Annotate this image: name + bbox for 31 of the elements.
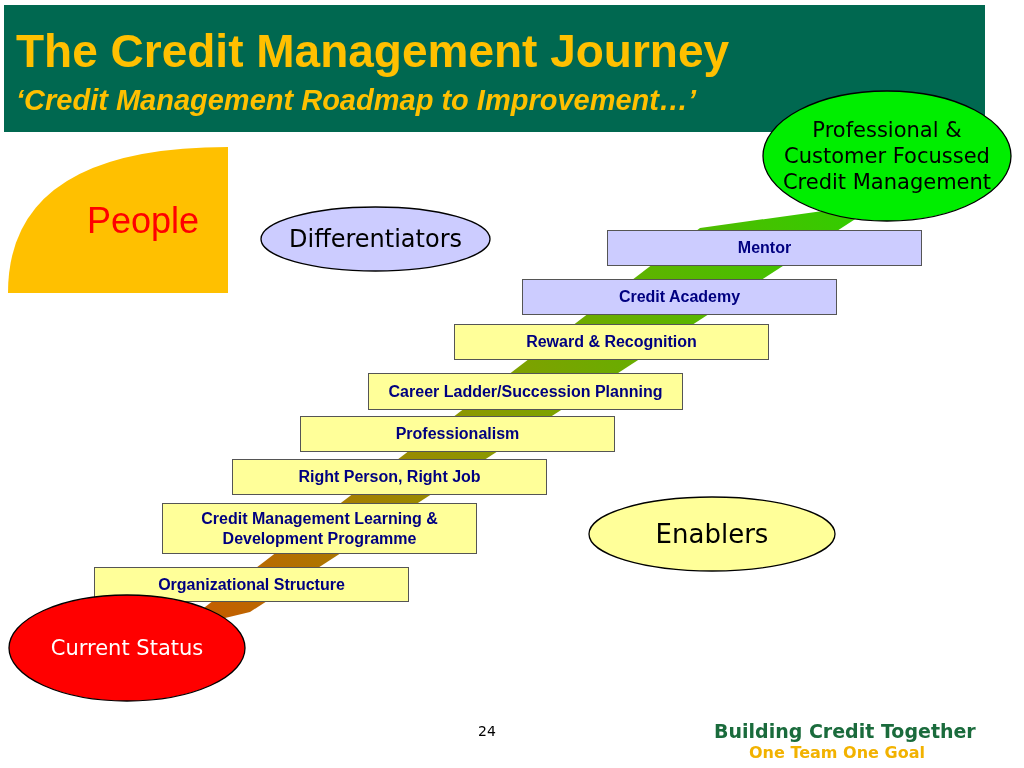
status-label: Current Status: [50, 634, 204, 662]
step-label: Mentor: [737, 238, 792, 258]
oval-label: Enablers: [655, 517, 769, 551]
page-number: 24: [478, 723, 496, 739]
step-label: Credit Academy: [618, 287, 741, 307]
step-label: Reward & Recognition: [526, 332, 697, 352]
step-box: [522, 279, 837, 315]
step-box: [162, 503, 477, 554]
step-label: Right Person, Right Job: [298, 467, 481, 487]
quarter-shape: [8, 147, 228, 293]
tagline: Building Credit Together: [714, 720, 976, 742]
step-box: [300, 416, 615, 452]
step-box: [94, 567, 409, 602]
oval-label: Differentiators: [289, 224, 462, 254]
step-label: Career Ladder/Succession Planning: [388, 381, 663, 402]
oval-node: [588, 496, 836, 572]
people-label: People: [86, 198, 200, 243]
slide-title: The Credit Management Journey: [16, 24, 730, 78]
step-label: Organizational Structure: [158, 574, 345, 595]
step-box: [607, 230, 922, 266]
oval-node: [260, 206, 491, 272]
tagline: One Team One Goal: [749, 743, 925, 762]
step-box: [368, 373, 683, 410]
goal-oval: [762, 90, 1012, 222]
goal-label: Professional & Customer Focussed Credit Management: [781, 116, 993, 196]
step-box: [232, 459, 547, 495]
slide-subtitle: ‘Credit Management Roadmap to Improvement…’: [16, 84, 696, 117]
step-label: Credit Management Learning & Development Programme: [200, 508, 439, 549]
status-oval: [8, 594, 246, 702]
step-box: [454, 324, 769, 360]
step-label: Professionalism: [395, 424, 520, 444]
